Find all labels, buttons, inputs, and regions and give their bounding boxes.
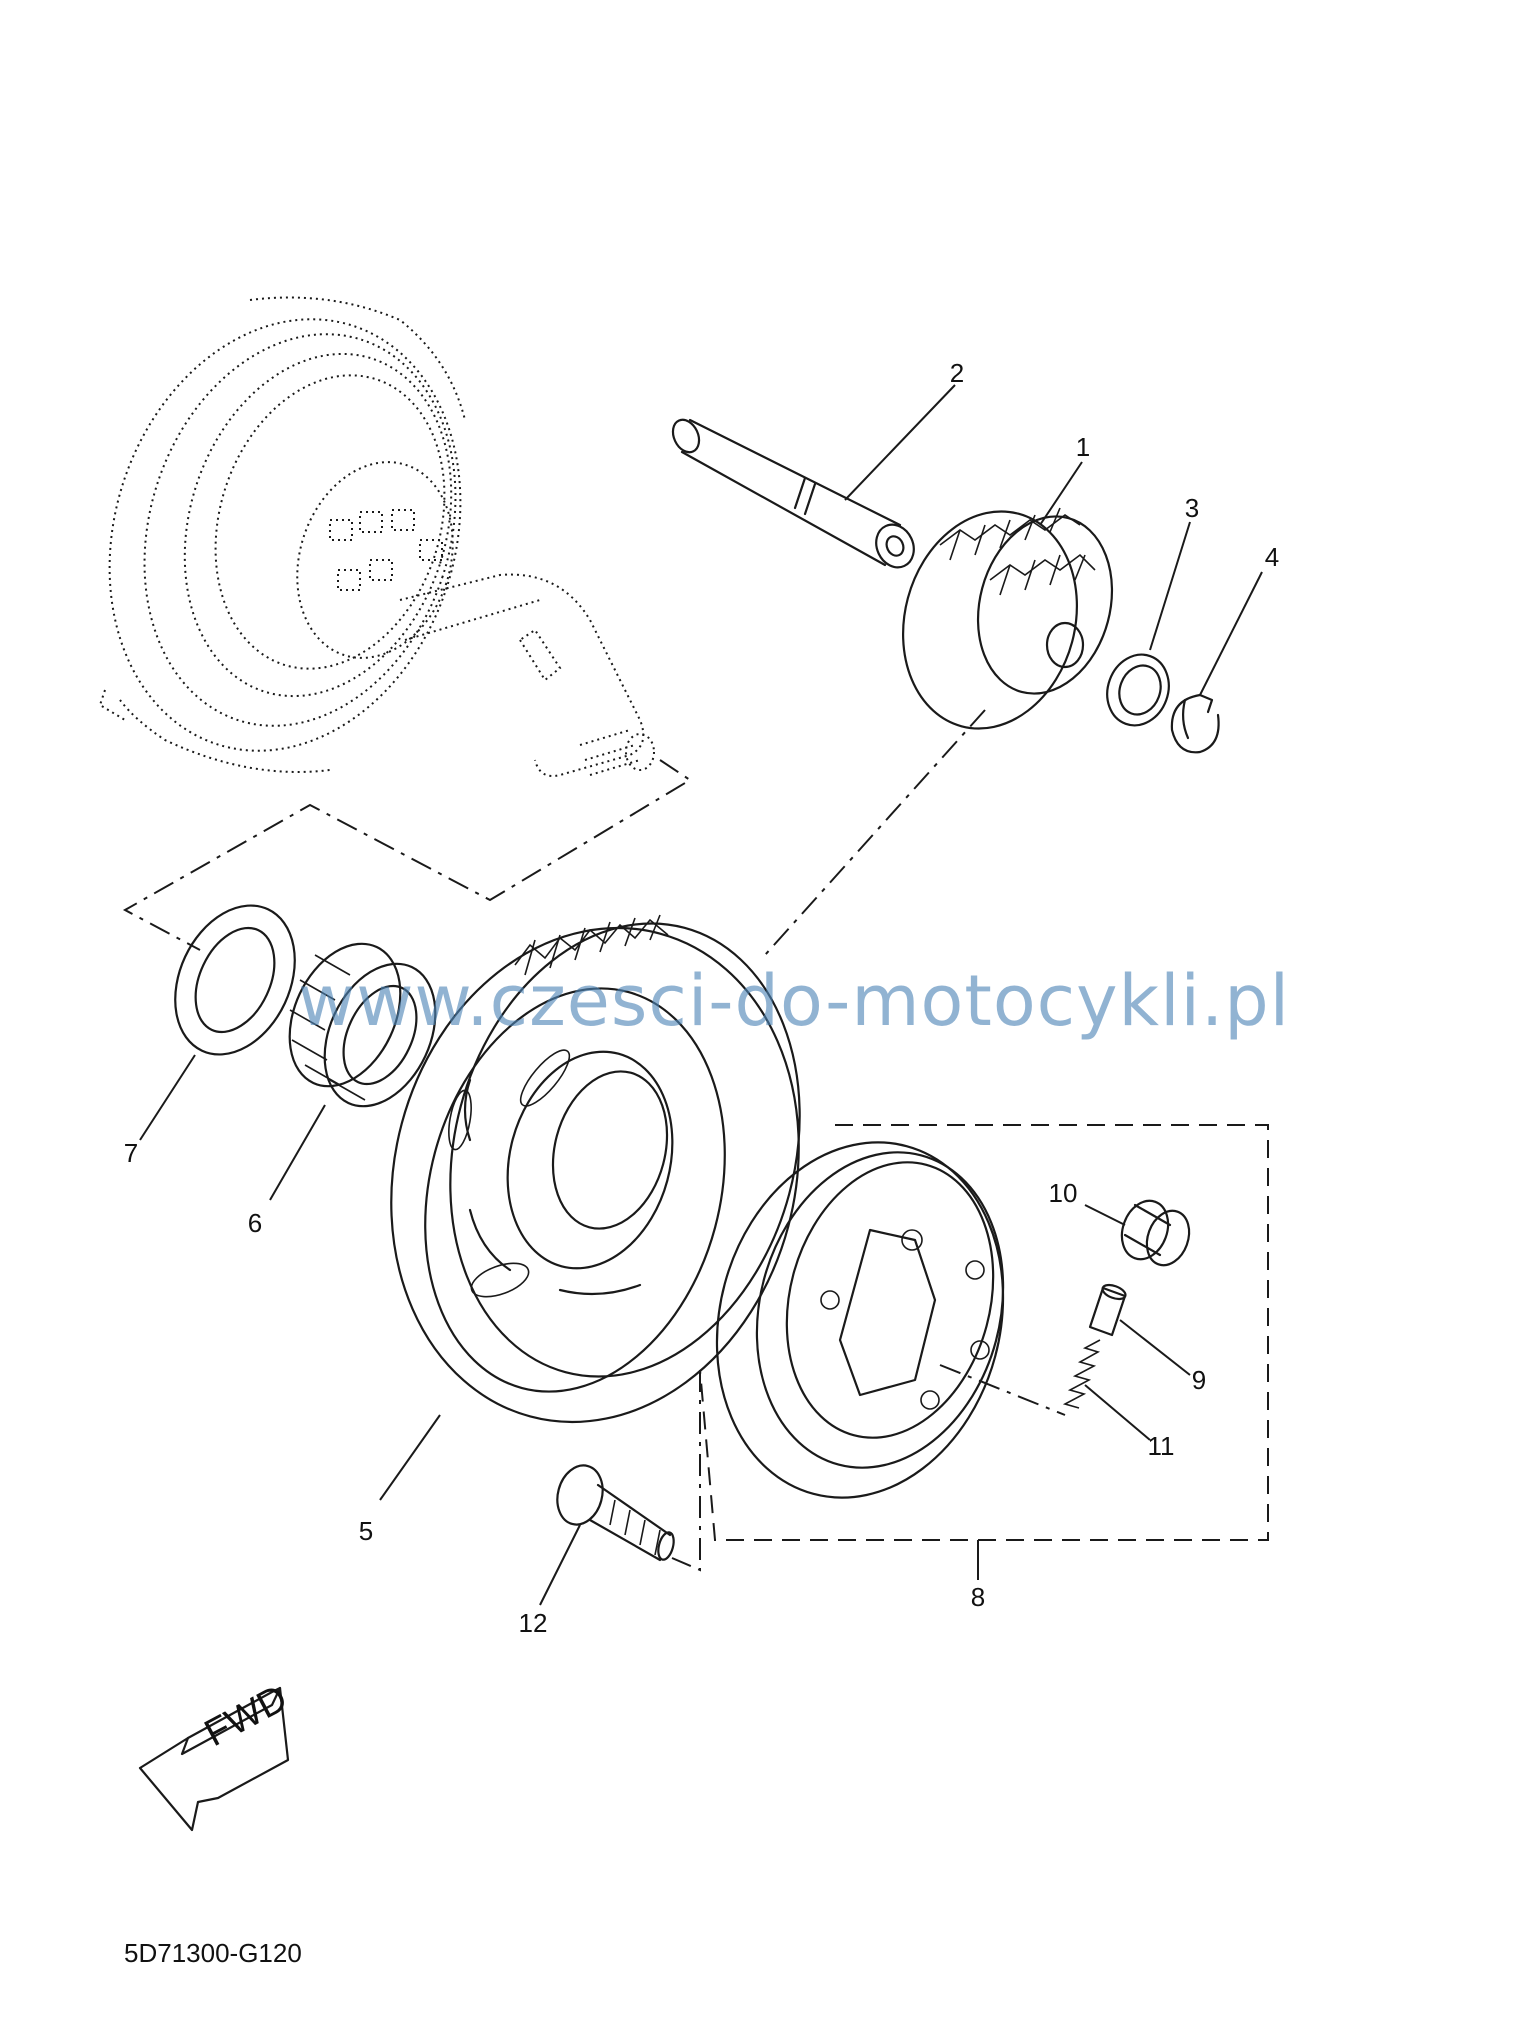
leader-10 (1084, 1204, 1126, 1226)
crankcase-rotor-housing (98, 296, 655, 777)
part-2-shaft (671, 418, 915, 569)
callout-2: 2 (949, 358, 965, 388)
callout-3: 3 (1184, 493, 1200, 523)
part-8-one-way-clutch (715, 1141, 1066, 1499)
leader-1 (1039, 461, 1083, 526)
part-1-idle-gear (902, 507, 1114, 730)
part-6-needle-bearing (288, 942, 437, 1108)
alignment-line-bolt (671, 1370, 701, 1572)
part-7-washer (174, 904, 296, 1056)
callout-10: 10 (1048, 1178, 1078, 1208)
callout-4: 4 (1264, 542, 1280, 572)
part-code: 5D71300-G120 (124, 1938, 302, 1968)
leader-11 (1084, 1384, 1151, 1441)
part-5-starter-gear (390, 914, 801, 1424)
leader-3 (1149, 521, 1191, 651)
callout-6: 6 (247, 1208, 263, 1238)
part-3-washer (1106, 653, 1170, 727)
part-8-assembly-box (699, 1124, 1269, 1541)
leader-4 (1199, 571, 1263, 696)
alignment-line-crank (122, 759, 692, 951)
callout-8: 8 (970, 1582, 986, 1612)
callout-7: 7 (123, 1138, 139, 1168)
callout-9: 9 (1191, 1365, 1207, 1395)
part-9-plunger (1088, 1283, 1127, 1337)
part-11-spring (1062, 1339, 1101, 1409)
part-10-roller (1120, 1199, 1191, 1267)
part-4-circlip (1170, 693, 1220, 754)
fwd-direction-arrow (138, 1686, 290, 1832)
leader-6 (269, 1104, 326, 1201)
leader-5 (379, 1414, 441, 1501)
callout-1: 1 (1075, 432, 1091, 462)
leader-7 (139, 1054, 196, 1141)
watermark: www.czesci-do-motocykli.pl (298, 960, 1291, 1042)
part-12-bolt (556, 1464, 675, 1562)
alignment-line-gear (764, 709, 986, 956)
callout-11: 11 (1147, 1431, 1175, 1461)
leader-2 (844, 384, 956, 501)
leader-12 (539, 1524, 581, 1606)
callout-12: 12 (518, 1608, 548, 1638)
callout-5: 5 (358, 1516, 374, 1546)
leader-9 (1119, 1319, 1191, 1376)
